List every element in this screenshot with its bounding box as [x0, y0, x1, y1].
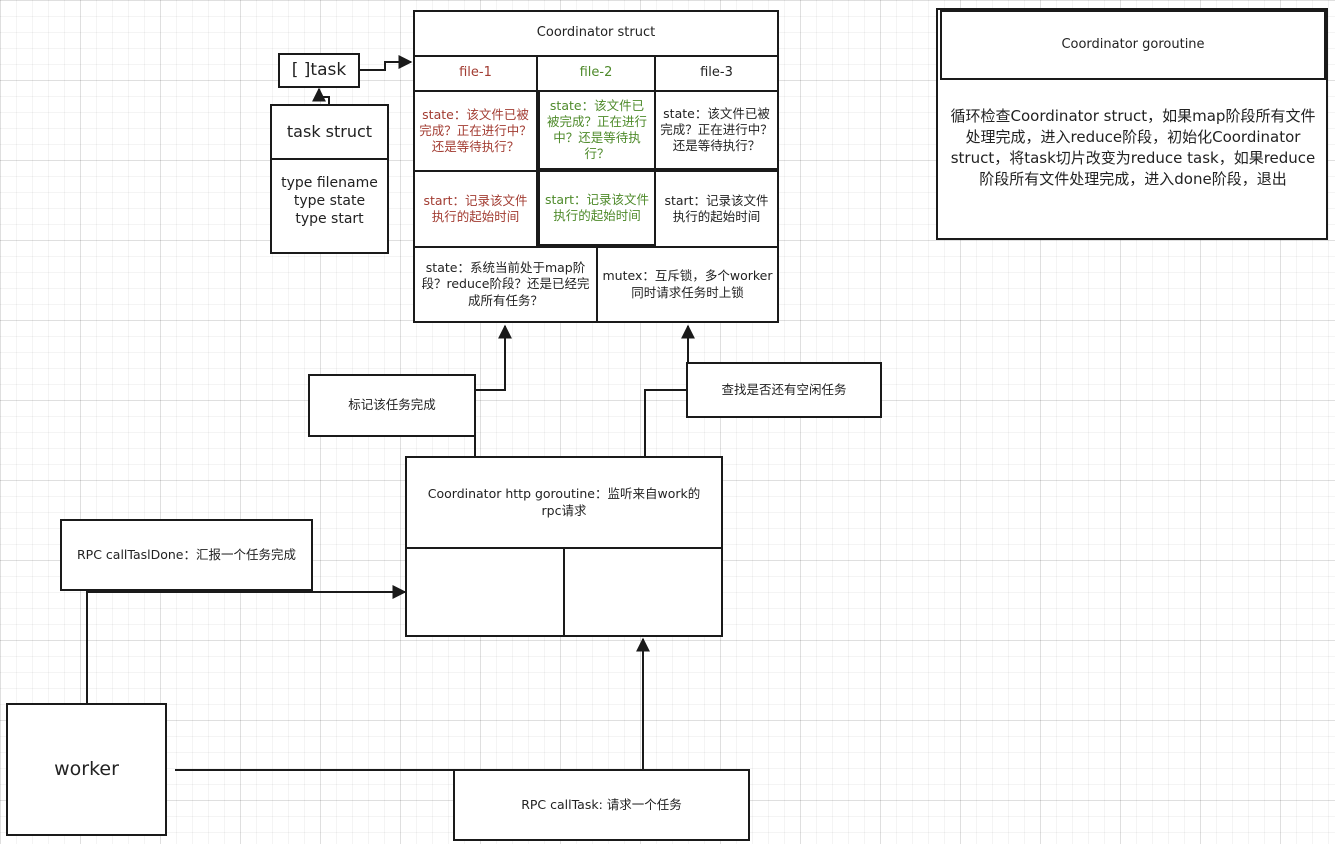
worker-label: worker — [54, 758, 119, 781]
find-idle-text: 查找是否还有空闲任务 — [721, 381, 847, 397]
coordinator-struct-title[interactable]: Coordinator struct — [413, 10, 779, 57]
file-3-header[interactable]: file-3 — [654, 55, 779, 92]
coordinator-goroutine-box[interactable]: Coordinator goroutine 循环检查Coordinator st… — [936, 8, 1328, 240]
file-1-start: start：记录该文件执行的起始时间 — [423, 192, 528, 224]
find-idle-arrow — [644, 324, 695, 456]
file-1-name: file-1 — [459, 65, 492, 81]
coordinator-goroutine-description: 循环检查Coordinator struct，如果map阶段所有文件处理完成，进… — [950, 107, 1316, 188]
file-3-state-cell[interactable]: state：该文件已被完成？正在进行中？还是等待执行？ — [654, 90, 779, 170]
file-2-start: start：记录该文件执行的起始时间 — [544, 191, 650, 223]
rpc-call-done-text: RPC callTaslDone：汇报一个任务完成 — [76, 546, 296, 562]
worker-box[interactable]: worker — [6, 703, 167, 836]
task-field-start: type start — [295, 211, 364, 227]
rpc-call-task-label[interactable]: RPC callTask: 请求一个任务 — [453, 769, 750, 841]
task-slice-box[interactable]: [ ]task — [278, 53, 360, 88]
find-idle-label[interactable]: 查找是否还有空闲任务 — [686, 362, 882, 418]
http-goroutine-slot-right[interactable] — [563, 547, 723, 637]
file-2-start-cell[interactable]: start：记录该文件执行的起始时间 — [538, 170, 656, 246]
file-3-start: start：记录该文件执行的起始时间 — [664, 192, 769, 224]
file-1-header[interactable]: file-1 — [413, 55, 538, 92]
system-state: state：系统当前处于map阶段？reduce阶段？还是已经完成所有任务？ — [421, 260, 590, 308]
call-done-arrow — [86, 585, 407, 703]
coordinator-goroutine-title: Coordinator goroutine — [940, 10, 1326, 80]
file-1-state: state：该文件已被完成？正在进行中？还是等待执行？ — [419, 106, 532, 155]
mark-done-label[interactable]: 标记该任务完成 — [308, 374, 476, 437]
file-1-start-cell[interactable]: start：记录该文件执行的起始时间 — [413, 170, 538, 248]
task-field-state: type state — [293, 193, 366, 209]
file-3-name: file-3 — [700, 65, 733, 81]
task-struct-fields: type filename type state type start — [272, 160, 387, 228]
task-struct-box[interactable]: task struct type filename type state typ… — [270, 104, 389, 254]
task-field-filename: type filename — [281, 175, 378, 191]
rpc-call-done-label[interactable]: RPC callTaslDone：汇报一个任务完成 — [60, 519, 313, 591]
mutex-cell[interactable]: mutex：互斥锁，多个worker同时请求任务时上锁 — [596, 246, 779, 323]
file-2-name: file-2 — [579, 65, 613, 81]
file-1-state-cell[interactable]: state：该文件已被完成？正在进行中？还是等待执行？ — [413, 90, 538, 172]
http-goroutine-title[interactable]: Coordinator http goroutine：监听来自work的rpc请… — [405, 456, 723, 549]
http-goroutine-title-text: Coordinator http goroutine：监听来自work的rpc请… — [427, 486, 701, 518]
file-2-state: state：该文件已被完成？正在进行中？还是等待执行？ — [546, 97, 647, 162]
mark-done-arrow — [474, 324, 512, 456]
file-2-header[interactable]: file-2 — [536, 55, 656, 92]
task-struct-title: task struct — [272, 106, 387, 160]
task-struct-to-slice-arrow — [312, 87, 330, 104]
system-state-cell[interactable]: state：系统当前处于map阶段？reduce阶段？还是已经完成所有任务？ — [413, 246, 598, 323]
http-goroutine-slot-left[interactable] — [405, 547, 565, 637]
file-2-state-cell[interactable]: state：该文件已被完成？正在进行中？还是等待执行？ — [538, 90, 656, 170]
mark-done-text: 标记该任务完成 — [348, 397, 436, 413]
file-3-start-cell[interactable]: start：记录该文件执行的起始时间 — [654, 170, 779, 248]
mutex: mutex：互斥锁，多个worker同时请求任务时上锁 — [602, 268, 773, 300]
task-slice-to-struct-arrow — [360, 55, 413, 71]
call-task-arrow — [175, 637, 650, 771]
rpc-call-task-text: RPC callTask: 请求一个任务 — [521, 796, 682, 812]
file-3-state: state：该文件已被完成？正在进行中？还是等待执行？ — [660, 105, 773, 154]
coordinator-struct-title-text: Coordinator struct — [536, 25, 656, 41]
coordinator-goroutine-title-text: Coordinator goroutine — [1061, 36, 1205, 52]
task-slice-label: [ ]task — [291, 60, 347, 81]
